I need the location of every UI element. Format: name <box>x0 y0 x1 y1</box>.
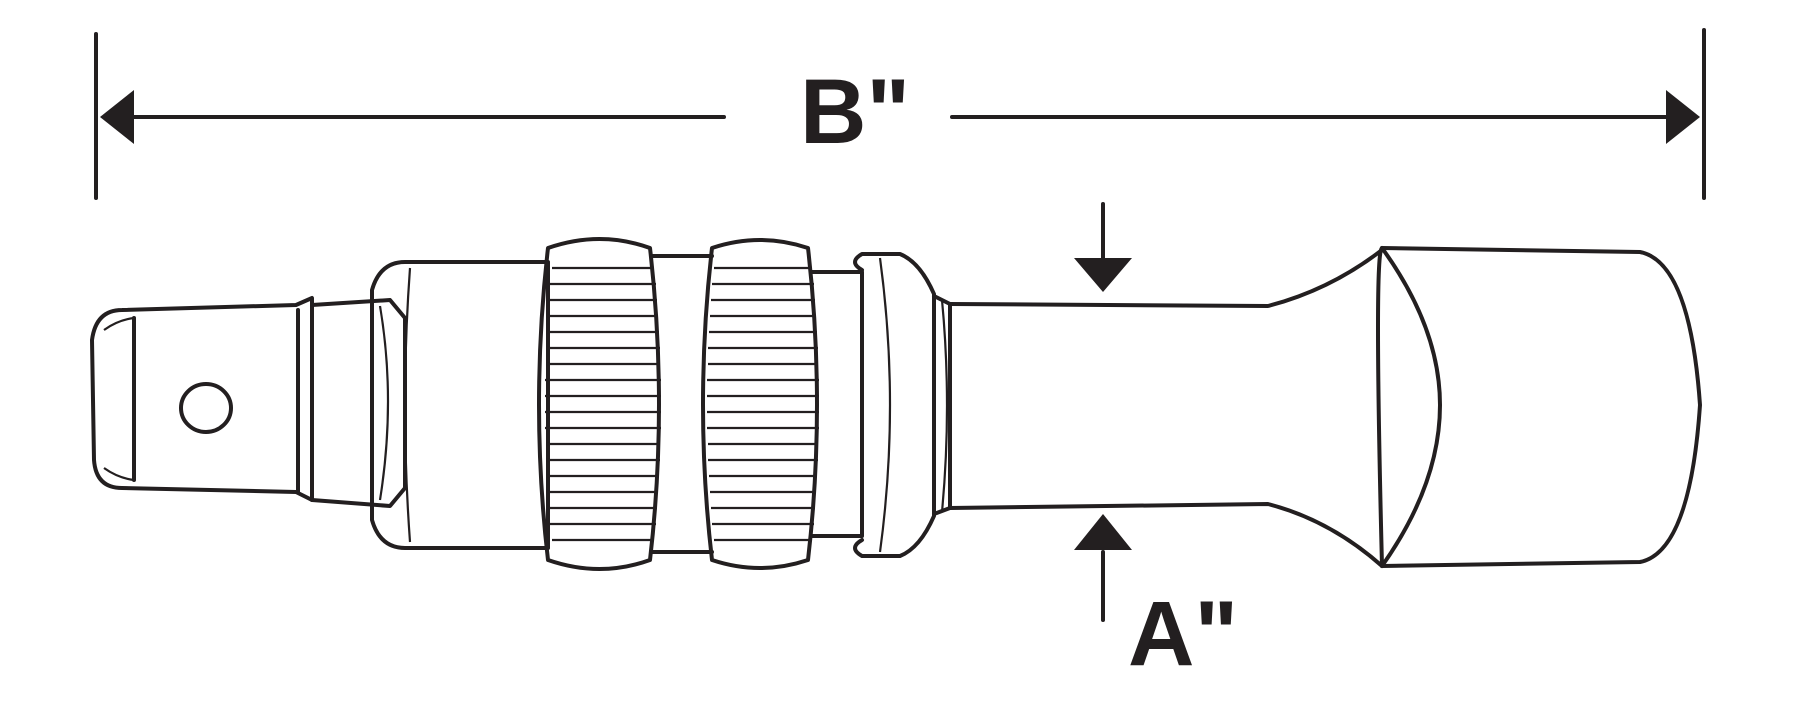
extension-bar <box>90 237 1702 571</box>
socket-end <box>1376 246 1702 568</box>
arrowhead-left <box>100 90 134 144</box>
dimension-b <box>94 28 1706 200</box>
square-drive <box>90 296 407 508</box>
arrowhead-a-up <box>1074 514 1132 550</box>
arrowhead-right <box>1666 90 1700 144</box>
sleeve-between-rings <box>650 254 714 554</box>
knurled-ring-1 <box>537 237 661 571</box>
arrowhead-a-down <box>1074 258 1132 292</box>
body-collar <box>370 260 550 550</box>
shank <box>948 248 1384 568</box>
dimension-b-label: B" <box>800 61 911 163</box>
detent-ball-hole <box>179 382 233 434</box>
dimension-a <box>1074 202 1132 622</box>
spring-housing <box>810 252 952 558</box>
knurled-ring-2 <box>701 238 819 570</box>
dimension-a-label: A" <box>1128 583 1239 685</box>
